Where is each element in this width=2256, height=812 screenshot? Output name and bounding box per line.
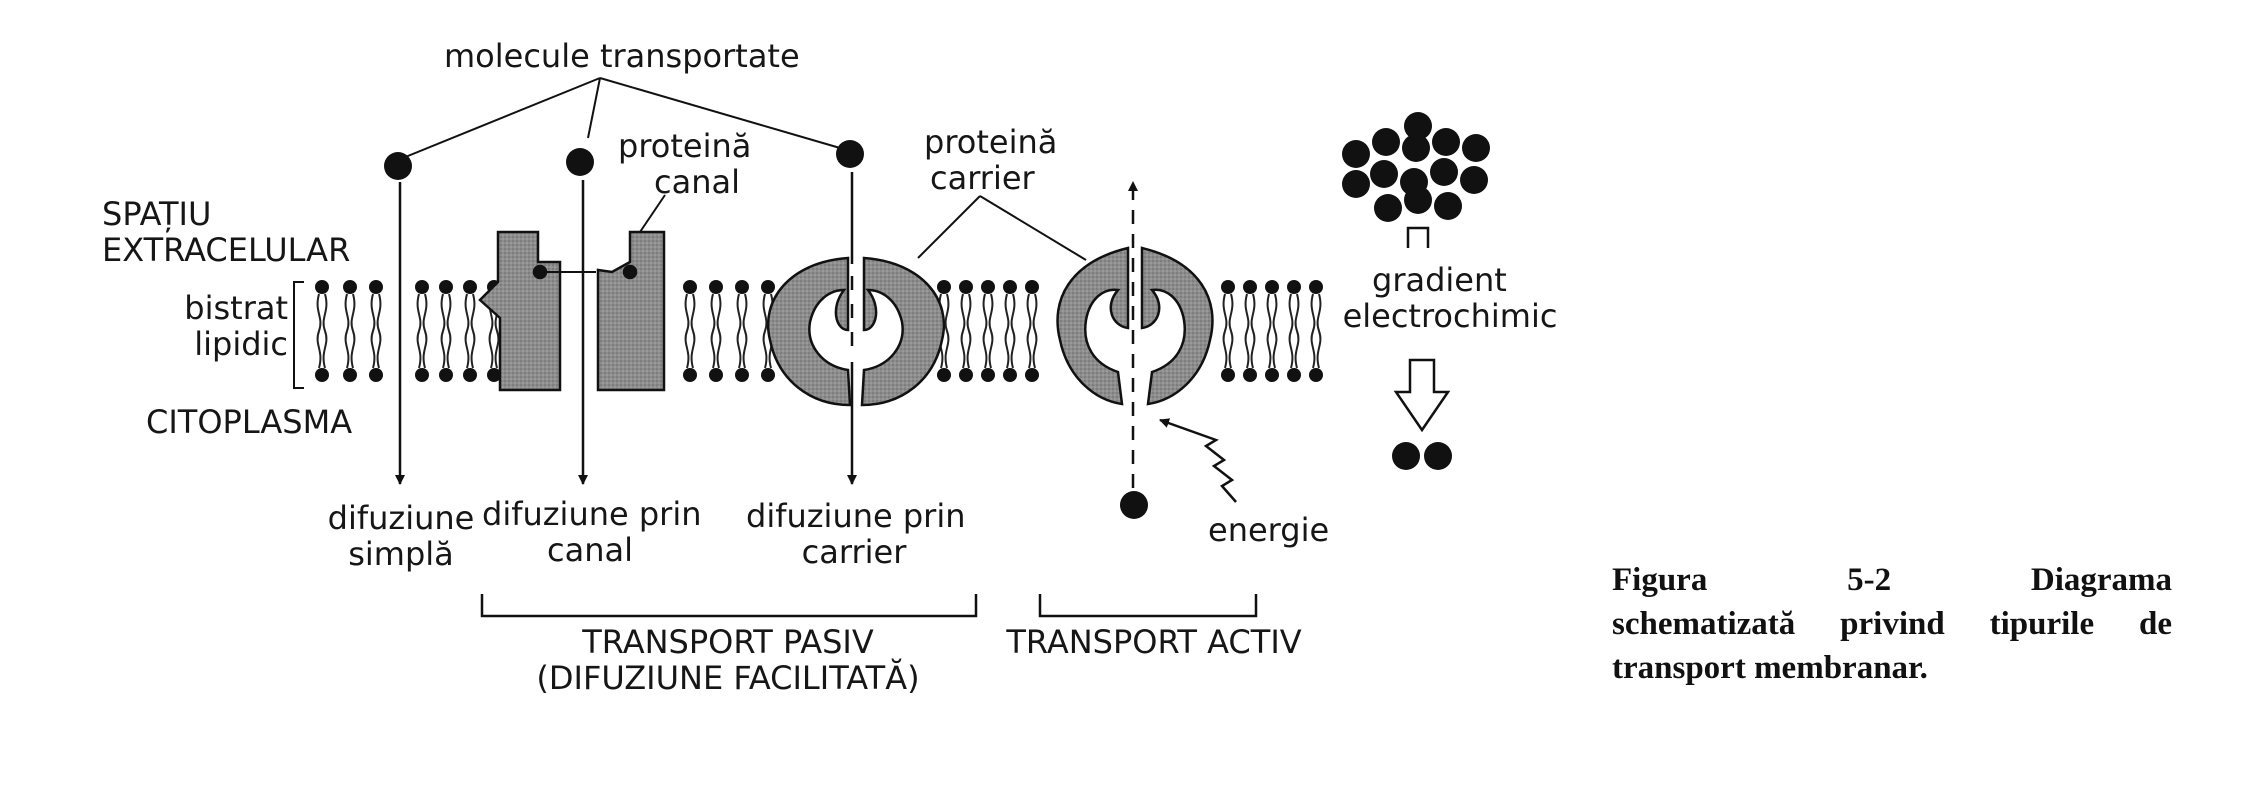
molecule-simple xyxy=(384,152,412,180)
channel-protein xyxy=(478,230,666,392)
passive-bracket xyxy=(480,594,978,618)
carrier-diffusion-label: difuziune prin carrier xyxy=(746,497,966,571)
high-concentration-cluster xyxy=(1342,112,1490,222)
carrier-protein-passive xyxy=(766,256,946,407)
molecule-carrier xyxy=(836,140,864,168)
gradient-bracket xyxy=(1406,226,1430,248)
caption-text: schematizată privind tipurile de transpo… xyxy=(1612,606,2172,686)
leader-lines xyxy=(397,77,1087,261)
passive-transport-label: TRANSPORT PASIV (DIFUZIUNE FACILITATĂ) xyxy=(536,623,920,697)
active-bracket xyxy=(1038,594,1258,618)
transport-arrows xyxy=(395,172,1138,488)
active-transport-label: TRANSPORT ACTIV xyxy=(1006,623,1302,661)
extracellular-label: SPAȚIU EXTRACELULAR xyxy=(102,195,351,269)
molecules-label: molecule transportate xyxy=(444,37,800,75)
low-concentration-molecules xyxy=(1392,442,1452,470)
simple-diffusion-label: difuziune simplă xyxy=(327,499,475,573)
energy-label: energie xyxy=(1208,511,1330,549)
channel-protein-label: proteină canal xyxy=(618,127,752,201)
channel-diffusion-label: difuziune prin canal xyxy=(482,495,702,569)
cytoplasm-label: CITOPLASMA xyxy=(146,403,353,441)
energy-arrow xyxy=(1159,418,1237,503)
bilayer-label: bistrat lipidic xyxy=(184,289,288,363)
carrier-protein-active xyxy=(1056,246,1214,406)
caption-diagram-word: Diagrama xyxy=(2030,562,2172,598)
bilayer-bracket xyxy=(293,281,304,389)
carrier-protein-label: proteină carrier xyxy=(924,123,1058,197)
gradient-label: gradient electrochimic xyxy=(1342,261,1558,335)
gradient-arrow xyxy=(1393,358,1451,433)
molecule-active xyxy=(1120,491,1148,519)
molecule-channel xyxy=(566,148,594,176)
caption-figure-word: Figura xyxy=(1612,562,1708,598)
caption-figure-number: 5-2 xyxy=(1847,562,1892,598)
figure-caption: Figura 5-2 Diagrama schematizată privind… xyxy=(1612,558,2172,690)
